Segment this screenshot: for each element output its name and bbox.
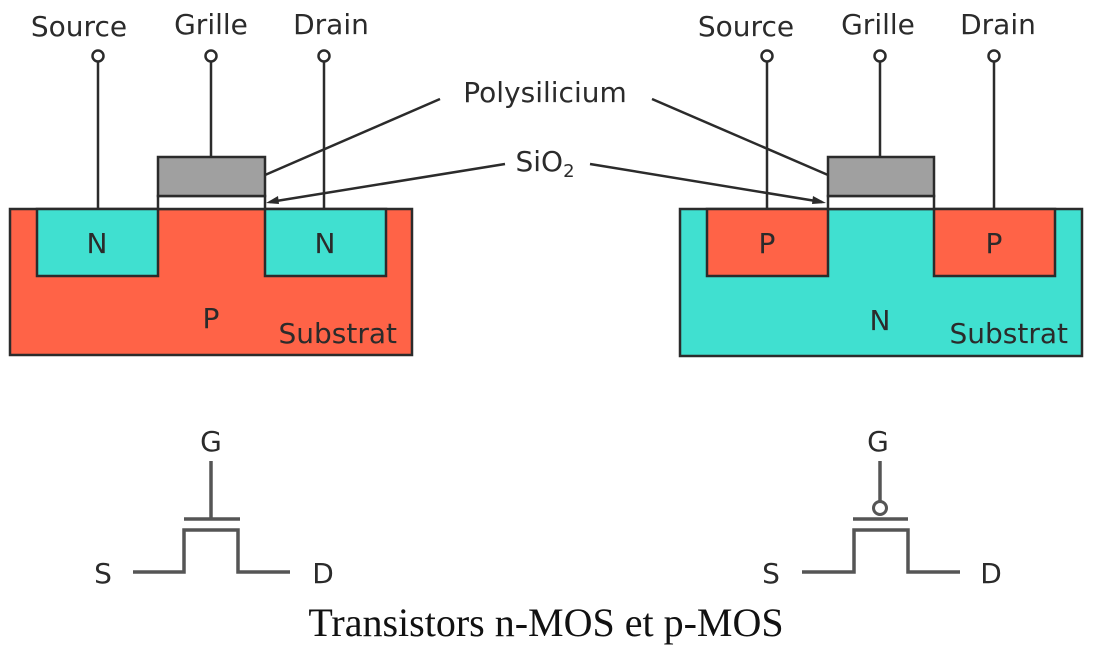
nmos-cross-section: Source Grille Drain N N P Substrat — [8, 8, 414, 357]
pmos-symbol-gate-label: G — [867, 425, 889, 458]
pmos-source-region-label: P — [759, 227, 776, 260]
oxide-label-main: SiO — [515, 145, 563, 178]
pmos-gate-poly — [826, 155, 936, 198]
nmos-substrate-label: Substrat — [278, 317, 397, 350]
nmos-symbol-source-label: S — [94, 557, 112, 590]
pmos-substrate-label: Substrat — [949, 317, 1068, 350]
pmos-drain-label: Drain — [960, 8, 1036, 41]
pmos-source-label: Source — [698, 10, 794, 43]
pmos-drain-region-label: P — [986, 227, 1003, 260]
pmos-symbol: G S D — [762, 425, 1002, 590]
nmos-symbol-gate-label: G — [200, 425, 222, 458]
nmos-symbol: G S D — [94, 425, 334, 590]
nmos-drain-region-label: N — [315, 227, 336, 260]
pmos-gate-label: Grille — [841, 8, 915, 41]
polysilicon-leader-right — [651, 97, 829, 177]
polysilicon-label: Polysilicium — [463, 76, 627, 109]
oxide-arrowhead-left — [266, 196, 279, 204]
pmos-drain-terminal — [987, 49, 1001, 63]
oxide-leader-right — [589, 162, 823, 204]
pmos-gate-oxide — [826, 194, 936, 211]
oxide-label-subscript: 2 — [563, 161, 574, 182]
nmos-source-well — [35, 207, 160, 278]
nmos-gate-oxide — [156, 194, 267, 211]
nmos-source-label: Source — [31, 10, 127, 43]
nmos-gate-terminal — [204, 49, 218, 63]
nmos-substrate-type-label: P — [203, 302, 220, 335]
pmos-gate-terminal — [873, 49, 887, 63]
nmos-source-terminal — [91, 49, 105, 63]
nmos-drain-terminal — [317, 49, 331, 63]
polysilicon-leader-left — [264, 97, 441, 177]
nmos-drain-well — [263, 207, 388, 278]
oxide-leader-left — [269, 162, 506, 204]
pmos-drain-well — [932, 207, 1057, 278]
pmos-symbol-inversion-bubble — [872, 500, 888, 516]
pmos-symbol-source-label: S — [762, 557, 780, 590]
nmos-source-region-label: N — [87, 227, 108, 260]
pmos-cross-section: Source Grille Drain P P N Substrat — [678, 8, 1084, 358]
nmos-symbol-channel — [133, 528, 290, 574]
callouts: Polysilicium SiO2 — [264, 76, 829, 204]
nmos-drain-label: Drain — [293, 8, 369, 41]
figure-caption: Transistors n-MOS et p-MOS — [308, 600, 783, 645]
oxide-label: SiO2 — [515, 145, 574, 182]
pmos-substrate-type-label: N — [870, 304, 891, 337]
pmos-symbol-channel — [802, 528, 960, 574]
nmos-symbol-drain-label: D — [312, 557, 334, 590]
oxide-arrowhead-right — [812, 196, 826, 204]
pmos-symbol-drain-label: D — [980, 557, 1002, 590]
pmos-source-terminal — [760, 49, 774, 63]
nmos-gate-label: Grille — [174, 8, 248, 41]
nmos-gate-poly — [156, 155, 267, 198]
